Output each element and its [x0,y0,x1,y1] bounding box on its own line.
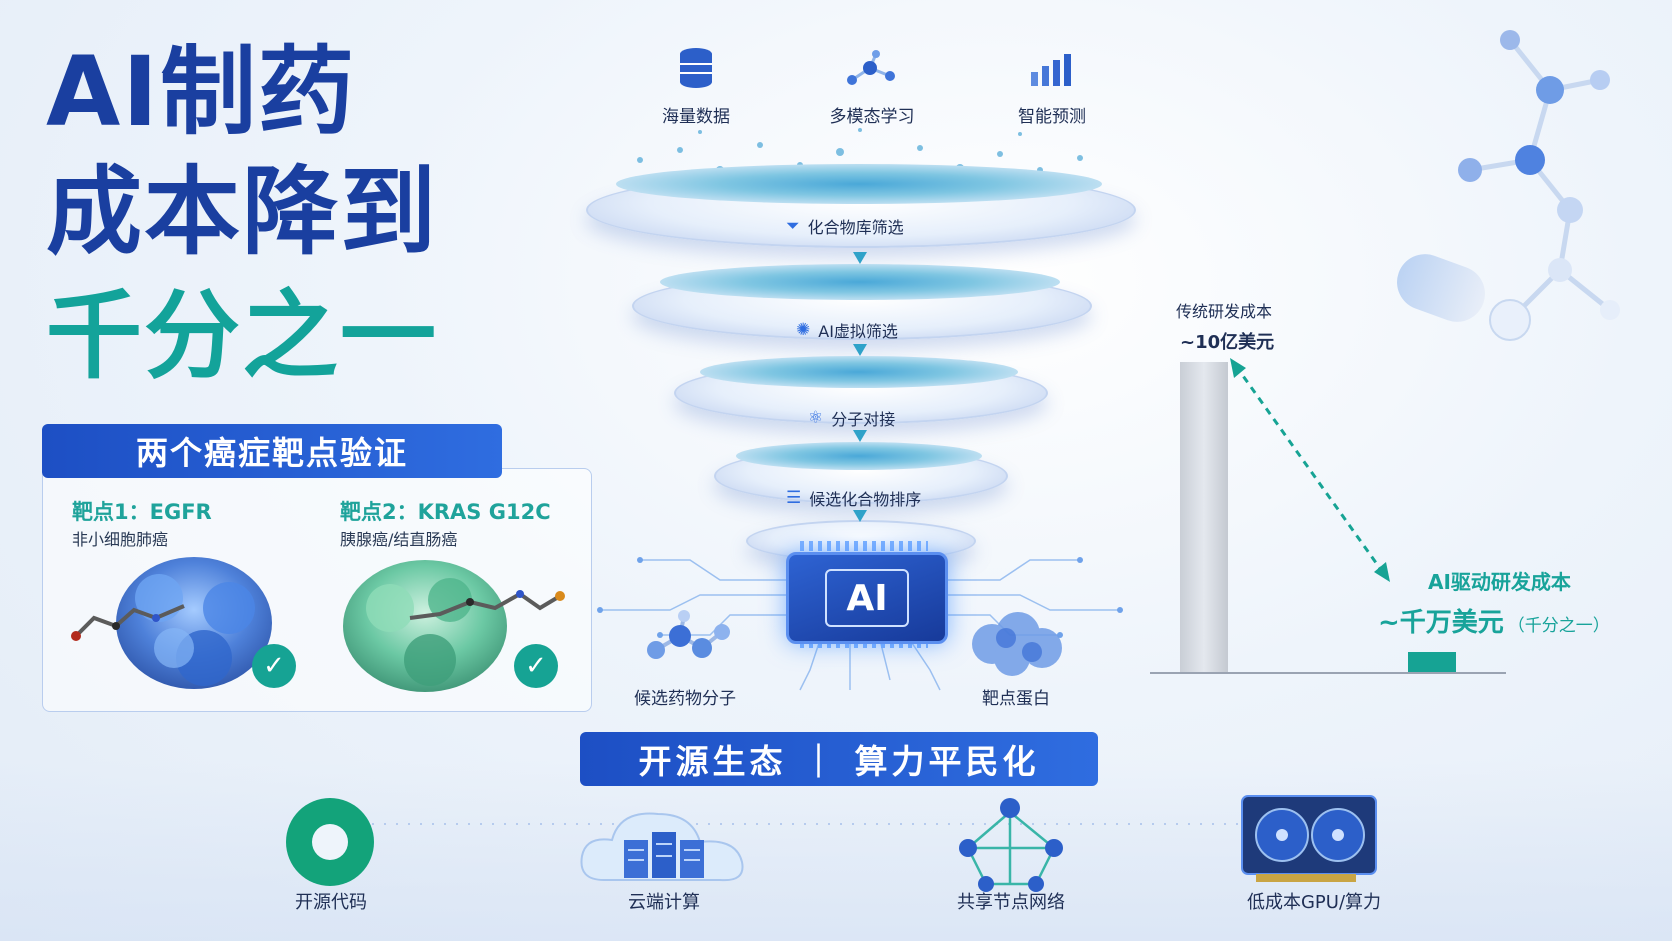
funnel-arrow-1 [853,252,867,264]
bar-chart-icon [982,52,1122,97]
funnel-stage-2: ✺ AI虚拟筛选 [796,318,898,342]
headline-line-1: AI制药 [46,36,357,148]
ecosystem-gpu-label: 低成本GPU/算力 [1246,892,1382,913]
traditional-cost-value: ~10亿美元 [1180,332,1275,353]
targets-banner: 两个癌症靶点验证 [42,424,502,478]
cloud-server-icon [580,812,744,882]
chip-pins-top [800,541,928,551]
target-1-title: 靶点1：EGFR [72,500,212,524]
brain-icon: ✺ [796,320,811,340]
headline-line-2: 成本降到 [46,156,438,268]
database-icon [626,46,766,99]
funnel-arrow-2 [853,344,867,356]
decorative-molecule [1458,30,1620,341]
funnel-stage-4-label: 候选化合物排序 [809,490,922,509]
network-people-icon [959,798,1063,892]
ai-cost-note: （千分之一） [1507,616,1610,636]
ecosystem-open-source-label: 开源代码 [295,892,367,913]
funnel-stage-1-particles [616,164,1102,204]
funnel-stage-2-particles [660,264,1060,300]
funnel-stage-1: ⏷ 化合物库筛选 [786,214,904,238]
cost-drop-arrow [1230,358,1390,582]
funnel-stage-3-label: 分子对接 [831,410,896,429]
ai-cost-bar [1408,652,1456,672]
funnel-stage-3-particles [700,356,1018,388]
funnel-stage-3: ⚛ 分子对接 [808,406,895,430]
target-2-check-icon: ✓ [514,644,558,688]
open-source-icon [286,798,374,886]
top-label-data: 海量数据 [662,107,730,127]
target-1-check-icon: ✓ [252,644,296,688]
cost-baseline [1150,672,1506,674]
egfr-protein-image [71,557,272,689]
ecosystem-connector [360,823,1380,825]
kras-protein-image [343,560,565,692]
ai-chip-label: AI [825,569,909,627]
traditional-cost-label: 传统研发成本 [1176,302,1273,321]
ecosystem-network-label: 共享节点网络 [957,892,1065,913]
target-2-subtitle: 胰腺癌/结直肠癌 [340,530,458,549]
funnel-stage-4: ☰ 候选化合物排序 [786,486,921,510]
ecosystem-cloud-label: 云端计算 [628,892,700,913]
target-2-title: 靶点2：KRAS G12C [340,500,551,524]
gpu-card-icon [1241,795,1377,882]
top-label-predict: 智能预测 [1018,107,1086,127]
target-1-card: 靶点1：EGFR 非小细胞肺癌 [72,496,312,550]
target-2-card: 靶点2：KRAS G12C 胰腺癌/结直肠癌 [340,496,580,550]
ai-cost-value-row: ~千万美元 （千分之一） [1378,602,1610,639]
target-protein-label: 靶点蛋白 [982,689,1050,709]
candidate-molecule-label: 候选药物分子 [634,689,736,709]
ecosystem-platform [0,760,1672,941]
molecule-icon: ⚛ [808,408,824,428]
list-icon: ☰ [786,488,802,508]
traditional-cost-bar [1180,362,1228,672]
top-label-multimodal: 多模态学习 [829,107,915,127]
ecosystem-banner: 开源生态 ｜ 算力平民化 [580,732,1098,786]
target-protein-icon [972,612,1062,676]
funnel-arrow-3 [853,430,867,442]
ai-cost-label: AI驱动研发成本 [1428,570,1571,594]
filter-icon: ⏷ [786,216,800,236]
ai-chip: AI [786,552,948,644]
candidate-molecule-icon [647,610,730,659]
funnel-stage-2-label: AI虚拟筛选 [818,322,898,341]
headline-line-3: 千分之一 [46,280,438,392]
funnel-stage-4-particles [736,442,982,470]
target-1-subtitle: 非小细胞肺癌 [72,530,169,549]
funnel-stage-1-label: 化合物库筛选 [807,218,904,237]
ai-cost-value: ~千万美元 [1378,608,1504,638]
funnel-arrow-4 [853,510,867,522]
molecule-network-icon [802,50,942,99]
